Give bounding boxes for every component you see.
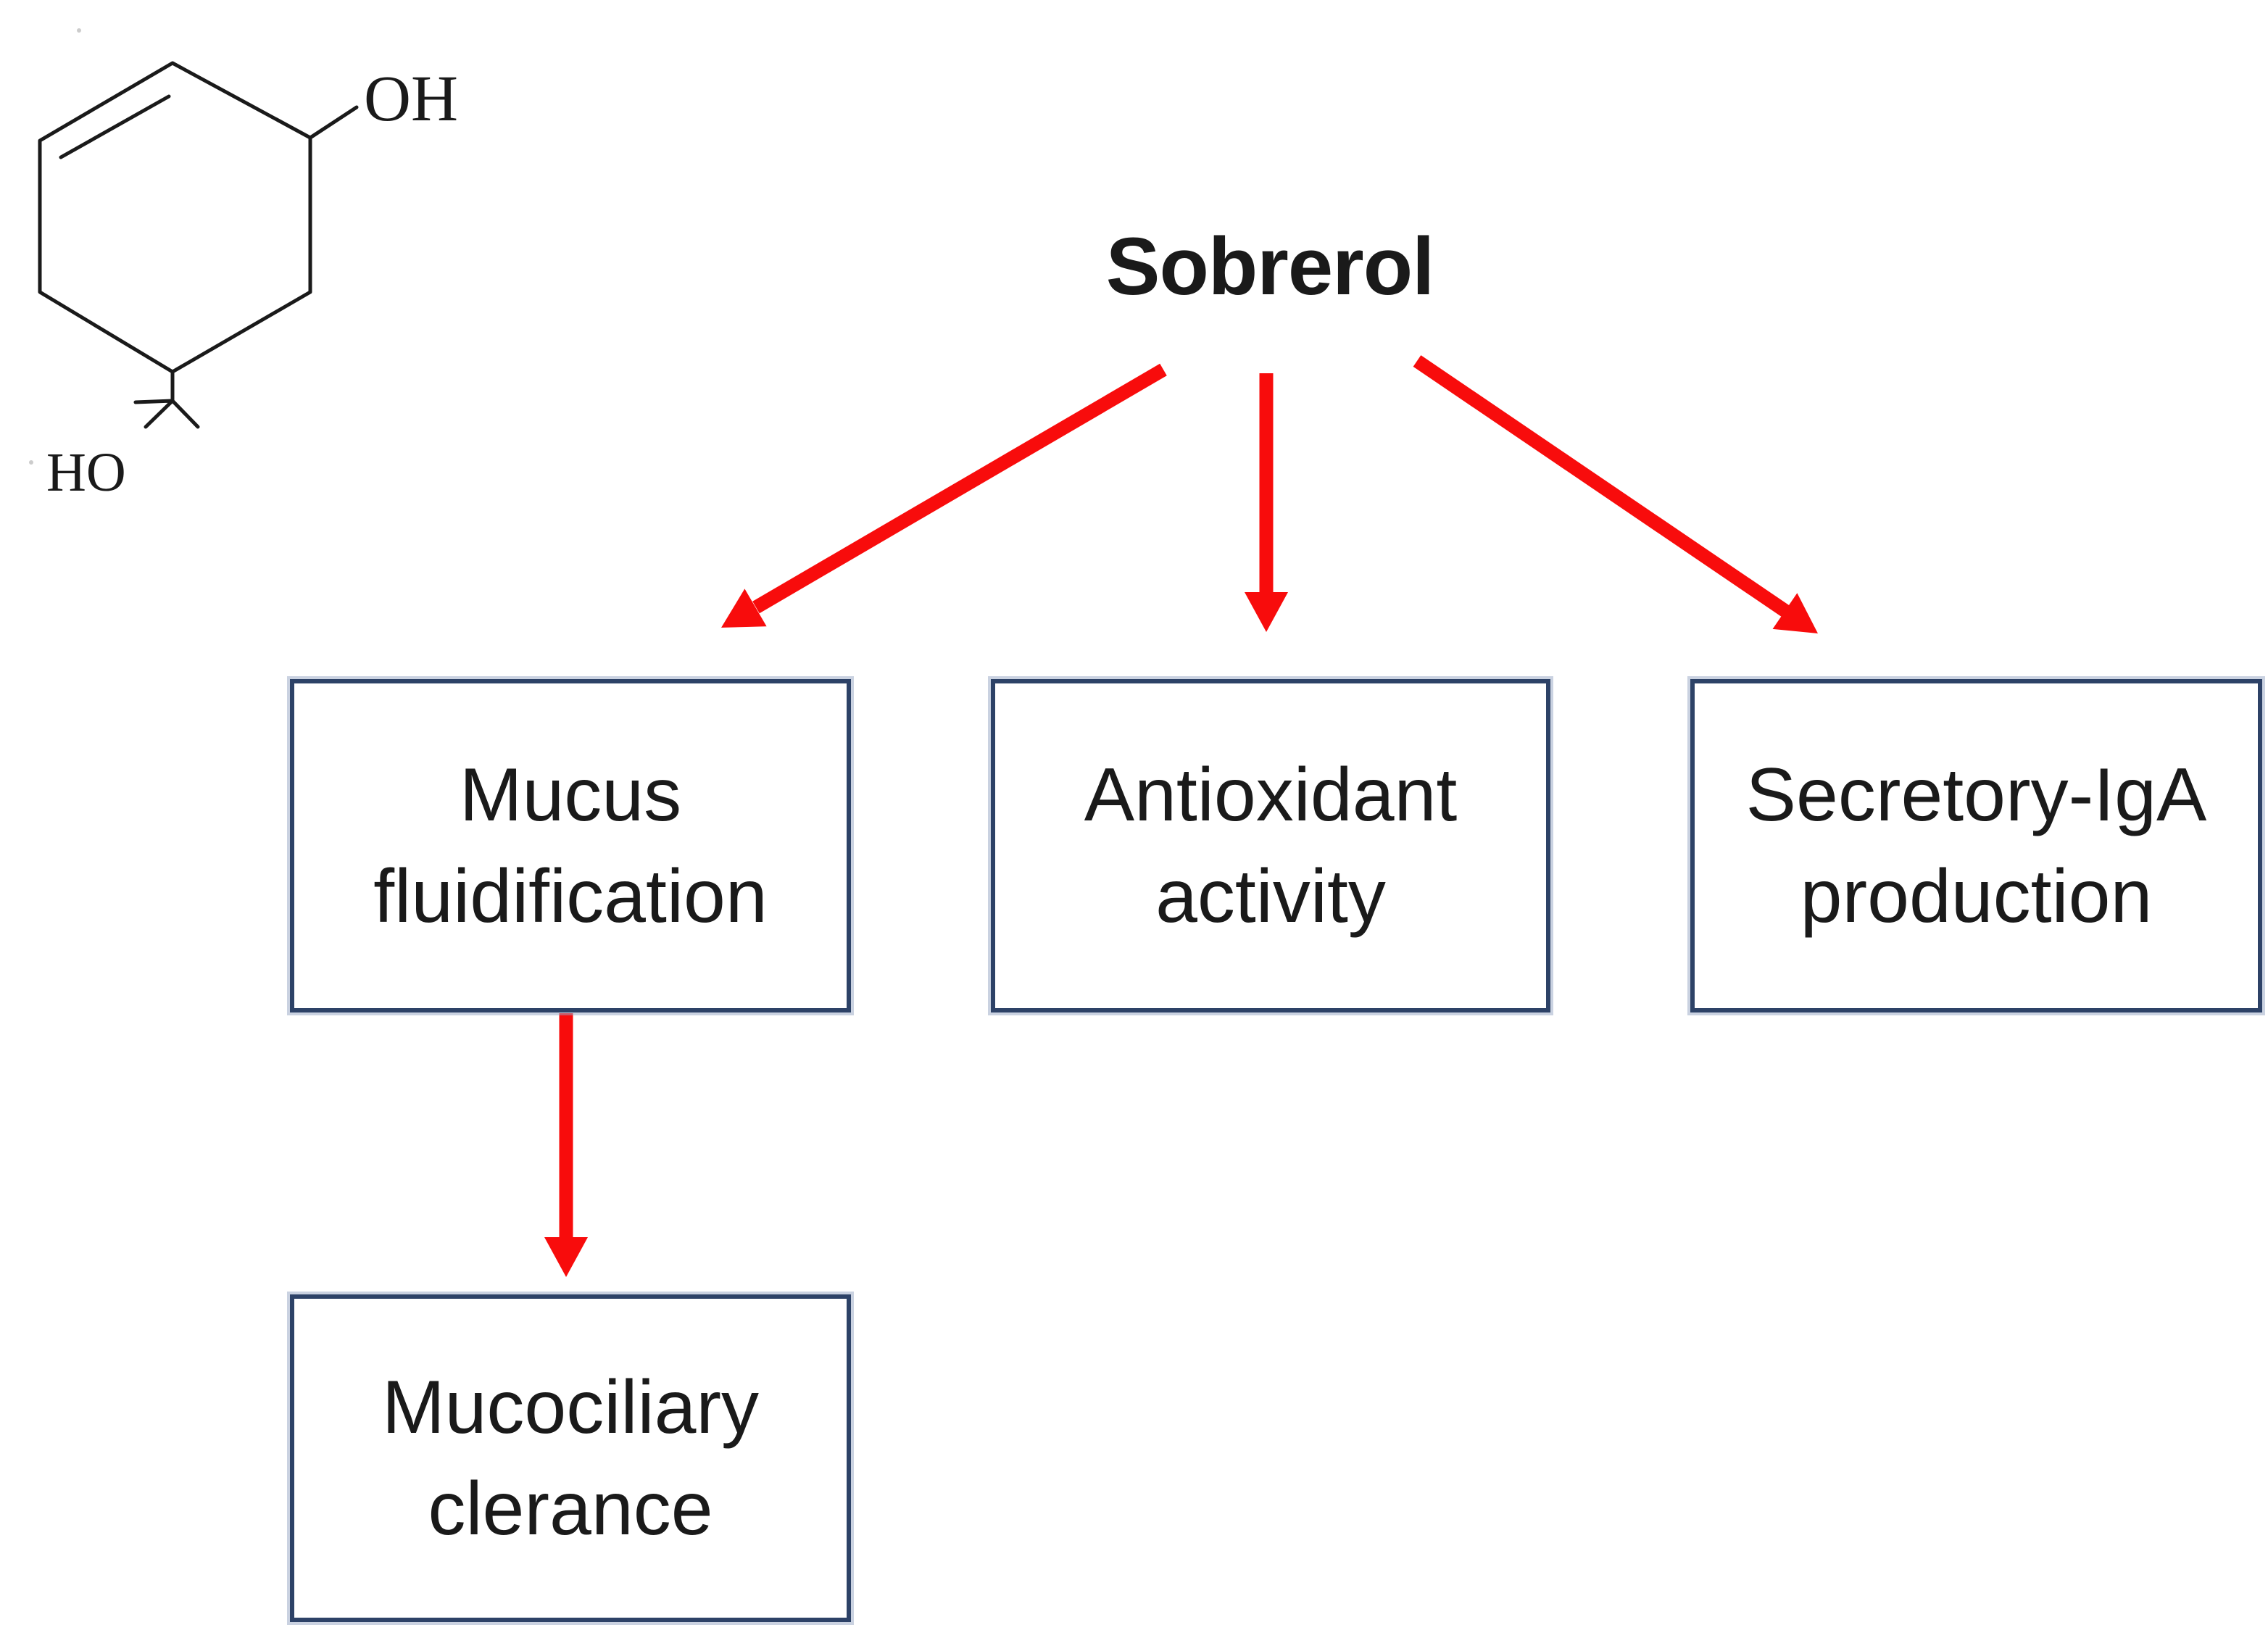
node-label: Mucociliary clerance (381, 1365, 760, 1551)
node-mucus-fluidification: Mucus fluidification (290, 679, 851, 1012)
substituent-bond-lines (133, 370, 200, 429)
ring-bond-lines (38, 61, 312, 374)
hydroxyl-label-ho: HO (46, 442, 126, 503)
node-secretory-iga-production: Secretory-IgA production (1690, 679, 2262, 1012)
node-label: Secretory-IgA production (1745, 752, 2207, 939)
node-mucociliary-clearance: Mucociliary clerance (290, 1294, 851, 1622)
scan-speck (29, 460, 33, 465)
arrow-sobrerol-to-antioxidant-activity (1245, 373, 1288, 632)
oh-bond-line (308, 105, 359, 140)
node-label: Mucus fluidification (373, 752, 768, 939)
arrow-mucus-to-mucociliary-clearance (544, 1013, 588, 1277)
diagram-title: Sobrerol (1105, 221, 1435, 312)
node-label: Antioxidant activity (1084, 752, 1458, 939)
node-antioxidant-activity: Antioxidant activity (991, 679, 1550, 1012)
arrow-sobrerol-to-mucus-fluidification (721, 363, 1167, 628)
sobrerol-structure-drawing (29, 28, 359, 465)
double-bond-line (59, 94, 171, 159)
hydroxyl-label-oh: OH (364, 63, 458, 135)
arrow-sobrerol-to-secretory-iga (1413, 355, 1818, 633)
scan-speck (77, 28, 81, 33)
